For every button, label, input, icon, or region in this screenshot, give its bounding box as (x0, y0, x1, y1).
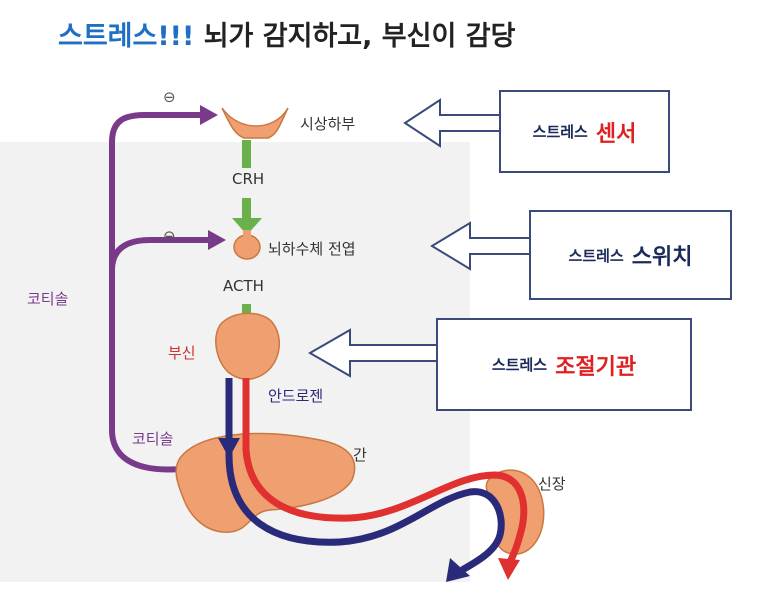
hollow-arrow-switch (430, 221, 530, 271)
hypothalamus-label: 시상하부 (300, 115, 356, 133)
vein-arrow-end (446, 558, 470, 582)
stress-regulator-box: 스트레스 조절기관 (436, 318, 692, 411)
title-accent: 스트레스!!! (58, 21, 195, 52)
vein-arrow-mid (218, 438, 240, 458)
pituitary-stalk (243, 230, 251, 238)
minus-sign-1: ⊖ (163, 88, 176, 106)
feedback-arrow-top (200, 105, 218, 125)
acth-label: ACTH (223, 277, 264, 295)
cortisol-bottom-label: 코티솔 (132, 430, 174, 448)
hollow-arrow-sensor (403, 98, 500, 148)
liver-shape (175, 432, 356, 533)
stress-switch-big: 스위치 (631, 245, 693, 270)
stress-switch-box: 스트레스 스위치 (529, 210, 732, 300)
artery-arrow-end (498, 558, 520, 580)
crh-arrow (232, 218, 262, 235)
title-rest: 뇌가 감지하고, 부신이 감당 (194, 21, 516, 52)
pituitary-shape (233, 234, 261, 260)
crh-stalk (242, 140, 251, 168)
diagram-graphics (109, 98, 545, 582)
feedback-branch (109, 237, 210, 271)
kidney-label: 신장 (538, 475, 566, 493)
stress-sensor-box: 스트레스 센서 (499, 90, 670, 173)
androgen-label: 안드로젠 (268, 387, 324, 405)
hollow-arrow-regulator (307, 328, 437, 378)
stress-switch-small: 스트레스 (568, 246, 624, 265)
stress-regulator-big: 조절기관 (555, 354, 637, 380)
cortisol-left-label: 코티솔 (27, 290, 69, 308)
stress-sensor-small: 스트레스 (532, 123, 588, 141)
vein-path (225, 378, 505, 574)
adrenal-shape (215, 312, 280, 380)
minus-sign-2: ⊖ (163, 227, 176, 245)
adrenal-label: 부신 (168, 344, 196, 362)
title: 스트레스!!! 뇌가 감지하고, 부신이 감당 (58, 14, 515, 53)
feedback-line (109, 112, 236, 473)
feedback-arrow-mid (208, 230, 226, 250)
artery-path (242, 378, 528, 568)
hpa-axis-diagram: ⊖ ⊖ 시상하부 CRH 뇌하수체 전엽 ACTH 부신 안드로젠 코티솔 코티… (0, 60, 762, 611)
liver-label: 간 (353, 446, 367, 464)
hypothalamus-shape (221, 107, 289, 139)
pituitary-label: 뇌하수체 전엽 (268, 240, 356, 258)
stress-sensor-big: 센서 (595, 121, 637, 147)
crh-label: CRH (232, 170, 265, 188)
crh-shaft (242, 198, 251, 220)
stress-regulator-small: 스트레스 (491, 356, 548, 374)
